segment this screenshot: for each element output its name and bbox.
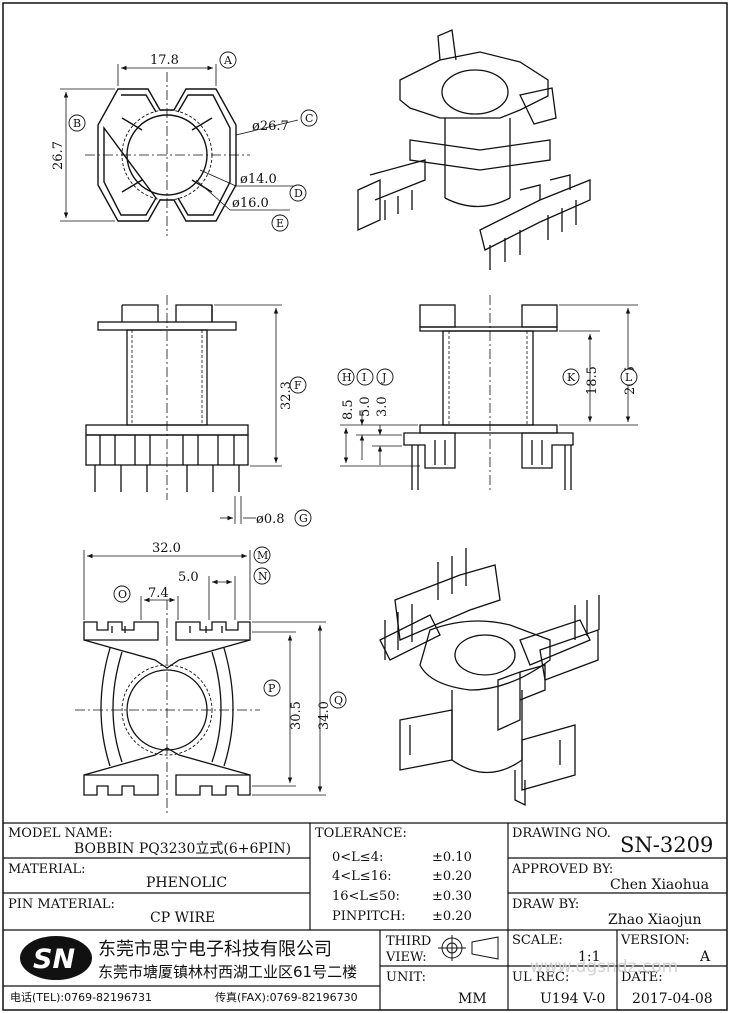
dim-32-0: 32.0 bbox=[152, 541, 181, 556]
dim-3-0: 3.0 bbox=[375, 396, 390, 417]
material-value: PHENOLIC bbox=[146, 875, 227, 891]
unit-value: MM bbox=[458, 991, 487, 1007]
callout-markers bbox=[68, 51, 638, 709]
bottom-view-dims bbox=[83, 550, 326, 796]
callout-d: D bbox=[294, 187, 303, 200]
draw-by-label: DRAW BY: bbox=[512, 897, 579, 912]
tolerance-range-1: 0<L≤4: bbox=[332, 850, 383, 865]
date-label: DATE: bbox=[621, 970, 663, 985]
callout-g: G bbox=[299, 512, 308, 525]
dim-7-4: 7.4 bbox=[148, 586, 169, 601]
callout-a: A bbox=[223, 54, 233, 67]
dim-5-0-horizontal: 5.0 bbox=[178, 570, 199, 585]
tolerance-value-2: ±0.20 bbox=[432, 869, 472, 884]
pin-material-value: CP WIRE bbox=[150, 910, 215, 926]
watermark: www.dgsndz.com bbox=[530, 957, 678, 977]
callout-i: I bbox=[362, 371, 366, 384]
callout-letters: A B C D E F G H I J K L M N O P Q bbox=[73, 54, 633, 707]
model-name-label: MODEL NAME: bbox=[8, 826, 113, 841]
third-view-label-2: VIEW: bbox=[385, 950, 427, 965]
callout-m: M bbox=[257, 549, 268, 562]
callout-p: P bbox=[268, 682, 276, 695]
logo-text: SN bbox=[33, 944, 75, 975]
top-view bbox=[85, 72, 250, 236]
ul-rec-label: UL REC: bbox=[512, 970, 569, 985]
model-name-value: BOBBIN PQ3230立式(6+6PIN) bbox=[74, 841, 291, 857]
dim-18-5: 18.5 bbox=[585, 366, 600, 395]
company-fax: 传真(FAX):0769-82196730 bbox=[215, 990, 358, 1004]
title-block-grid bbox=[3, 822, 727, 1010]
tolerance-label: TOLERANCE: bbox=[315, 826, 407, 841]
company-logo: SN bbox=[20, 936, 92, 980]
dim-dia-26-7: ø26.7 bbox=[252, 119, 289, 134]
company-address: 东莞市塘厦镇林村西湖工业区61号二楼 bbox=[98, 963, 357, 981]
callout-h: H bbox=[342, 371, 352, 384]
tolerance-value-3: ±0.30 bbox=[432, 889, 472, 904]
bottom-view bbox=[75, 600, 260, 815]
dim-8-5: 8.5 bbox=[341, 399, 356, 420]
drawing-no-value: SN-3209 bbox=[620, 833, 713, 857]
side-view-dims bbox=[340, 304, 638, 467]
tolerance-range-3: 16<L≤50: bbox=[332, 889, 400, 904]
scale-label: SCALE: bbox=[512, 933, 563, 948]
top-view-dims bbox=[60, 64, 300, 222]
version-label: VERSION: bbox=[620, 933, 690, 948]
callout-f: F bbox=[294, 379, 302, 392]
date-value: 2017-04-08 bbox=[632, 991, 713, 1007]
dim-30-5: 30.5 bbox=[289, 701, 304, 730]
pin-material-label: PIN MATERIAL: bbox=[8, 897, 115, 912]
third-angle-projection-icon bbox=[438, 935, 499, 961]
material-label: MATERIAL: bbox=[8, 862, 85, 877]
dim-17-8: 17.8 bbox=[150, 53, 179, 68]
dim-dia-0-8: ø0.8 bbox=[256, 512, 285, 527]
approved-by-value: Chen Xiaohua bbox=[610, 877, 709, 893]
callout-n: N bbox=[258, 570, 268, 583]
drawing-no-label: DRAWING NO. bbox=[512, 826, 611, 841]
isometric-view-top bbox=[357, 29, 591, 270]
callout-q: Q bbox=[334, 694, 343, 707]
approved-by-label: APPROVED BY: bbox=[511, 862, 613, 877]
callout-j: J bbox=[381, 371, 386, 384]
callout-c: C bbox=[305, 112, 313, 125]
callout-b: B bbox=[73, 117, 81, 130]
company-name: 东莞市思宁电子科技有限公司 bbox=[98, 939, 332, 960]
dim-34-0: 34.0 bbox=[317, 701, 332, 730]
version-value: A bbox=[699, 949, 711, 965]
tolerance-range-4: PINPITCH: bbox=[332, 909, 405, 924]
draw-by-value: Zhao Xiaojun bbox=[608, 912, 702, 928]
company-tel: 电话(TEL):0769-82196731 bbox=[10, 991, 152, 1004]
tolerance-value-1: ±0.10 bbox=[432, 850, 472, 865]
dim-5-0-vertical: 5.0 bbox=[358, 396, 373, 417]
tolerance-value-4: ±0.20 bbox=[432, 909, 472, 924]
front-view bbox=[85, 295, 249, 500]
unit-label: UNIT: bbox=[386, 970, 426, 985]
dim-26-7-vertical: 26.7 bbox=[51, 141, 66, 170]
callout-e: E bbox=[276, 217, 284, 230]
side-view bbox=[403, 295, 574, 490]
tolerance-range-2: 4<L≤16: bbox=[332, 869, 392, 884]
front-view-dims bbox=[214, 304, 282, 524]
isometric-view-bottom bbox=[379, 548, 600, 807]
ul-rec-value: U194 V-0 bbox=[540, 991, 605, 1007]
dim-dia-14-0: ø14.0 bbox=[240, 172, 277, 187]
third-view-label-1: THIRD bbox=[386, 934, 431, 949]
scale-value: 1:1 bbox=[578, 949, 601, 965]
callout-o: O bbox=[118, 588, 127, 601]
callout-l: L bbox=[625, 371, 633, 384]
callout-k: K bbox=[567, 371, 576, 384]
dim-dia-16-0: ø16.0 bbox=[232, 196, 269, 211]
